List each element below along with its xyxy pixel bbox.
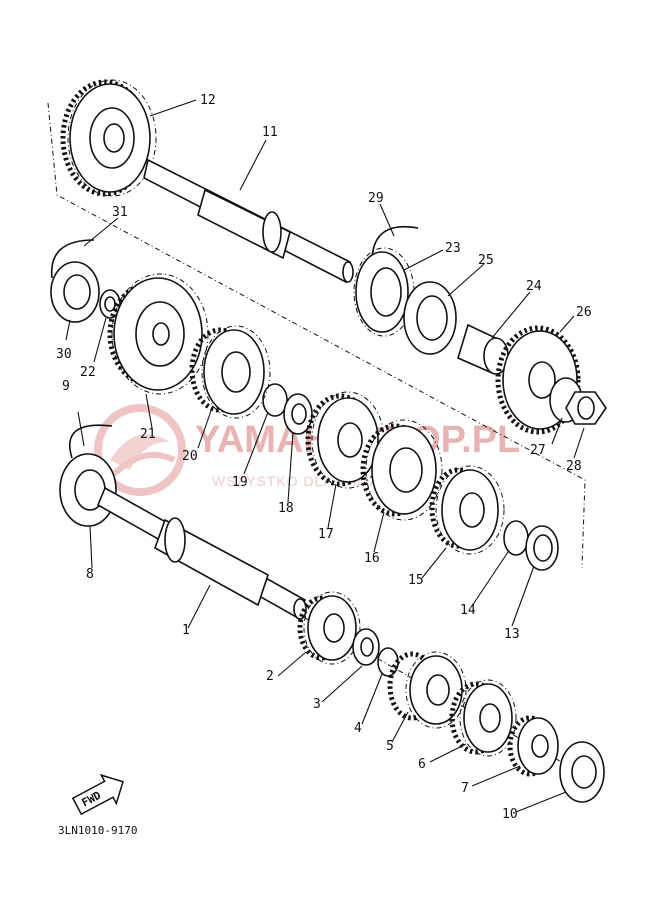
part-24-collar xyxy=(457,323,509,375)
part-10-bearing xyxy=(559,741,605,803)
callout-28: 28 xyxy=(566,459,582,474)
callout-31: 31 xyxy=(112,205,128,220)
watermark-logo-icon xyxy=(94,404,186,496)
callout-25: 25 xyxy=(478,253,494,268)
part-11-shaft xyxy=(143,158,354,284)
callout-14: 14 xyxy=(460,603,476,618)
part-12-gear xyxy=(60,79,157,197)
part-25-oil-seal xyxy=(403,281,457,355)
part-30-bearing xyxy=(50,261,100,323)
callout-27: 27 xyxy=(530,443,546,458)
callout-16: 16 xyxy=(364,551,380,566)
callouts: 1 2 3 4 5 6 7 8 9 10 11 12 13 14 15 16 1… xyxy=(56,93,592,822)
part-28-nut xyxy=(565,391,607,425)
part-3-washer xyxy=(352,628,380,666)
part-16-gear xyxy=(360,419,443,521)
callout-21: 21 xyxy=(140,427,156,442)
part-7-gear xyxy=(507,715,559,777)
callout-7: 7 xyxy=(461,781,469,796)
fwd-arrow-icon: FWD xyxy=(71,773,124,816)
callout-13: 13 xyxy=(504,627,520,642)
part-13-washer xyxy=(525,525,559,571)
callout-23: 23 xyxy=(445,241,461,256)
callout-5: 5 xyxy=(386,739,394,754)
callout-9: 9 xyxy=(62,379,70,394)
callout-11: 11 xyxy=(262,125,278,140)
callout-2: 2 xyxy=(266,669,274,684)
drawing-code: 3LN1010-9170 xyxy=(58,824,137,837)
part-2-gear xyxy=(297,591,361,665)
assembly-frame xyxy=(47,102,591,779)
callout-29: 29 xyxy=(368,191,384,206)
callout-1: 1 xyxy=(182,623,190,638)
callout-26: 26 xyxy=(576,305,592,320)
part-18-washer xyxy=(283,393,313,435)
callout-6: 6 xyxy=(418,757,426,772)
part-15-gear xyxy=(429,465,505,555)
callout-3: 3 xyxy=(313,697,321,712)
callout-30: 30 xyxy=(56,347,72,362)
callout-10: 10 xyxy=(502,807,518,822)
part-14-circlip xyxy=(503,520,529,556)
part-5-gear xyxy=(387,651,467,729)
callout-24: 24 xyxy=(526,279,542,294)
callout-4: 4 xyxy=(354,721,362,736)
callout-17: 17 xyxy=(318,527,334,542)
part-9-circlip xyxy=(69,424,113,459)
part-1-shaft xyxy=(96,486,307,620)
callout-12: 12 xyxy=(200,93,216,108)
part-31-circlip xyxy=(50,239,95,279)
leader-lines xyxy=(65,99,585,813)
part-6-gear xyxy=(449,679,517,757)
part-20-gear xyxy=(189,325,271,419)
callout-18: 18 xyxy=(278,501,294,516)
part-21-gear xyxy=(107,273,209,395)
callout-15: 15 xyxy=(408,573,424,588)
callout-8: 8 xyxy=(86,567,94,582)
part-4-circlip xyxy=(377,647,399,677)
callout-19: 19 xyxy=(232,475,248,490)
callout-20: 20 xyxy=(182,449,198,464)
callout-22: 22 xyxy=(80,365,96,380)
part-19-circlip xyxy=(262,383,288,417)
